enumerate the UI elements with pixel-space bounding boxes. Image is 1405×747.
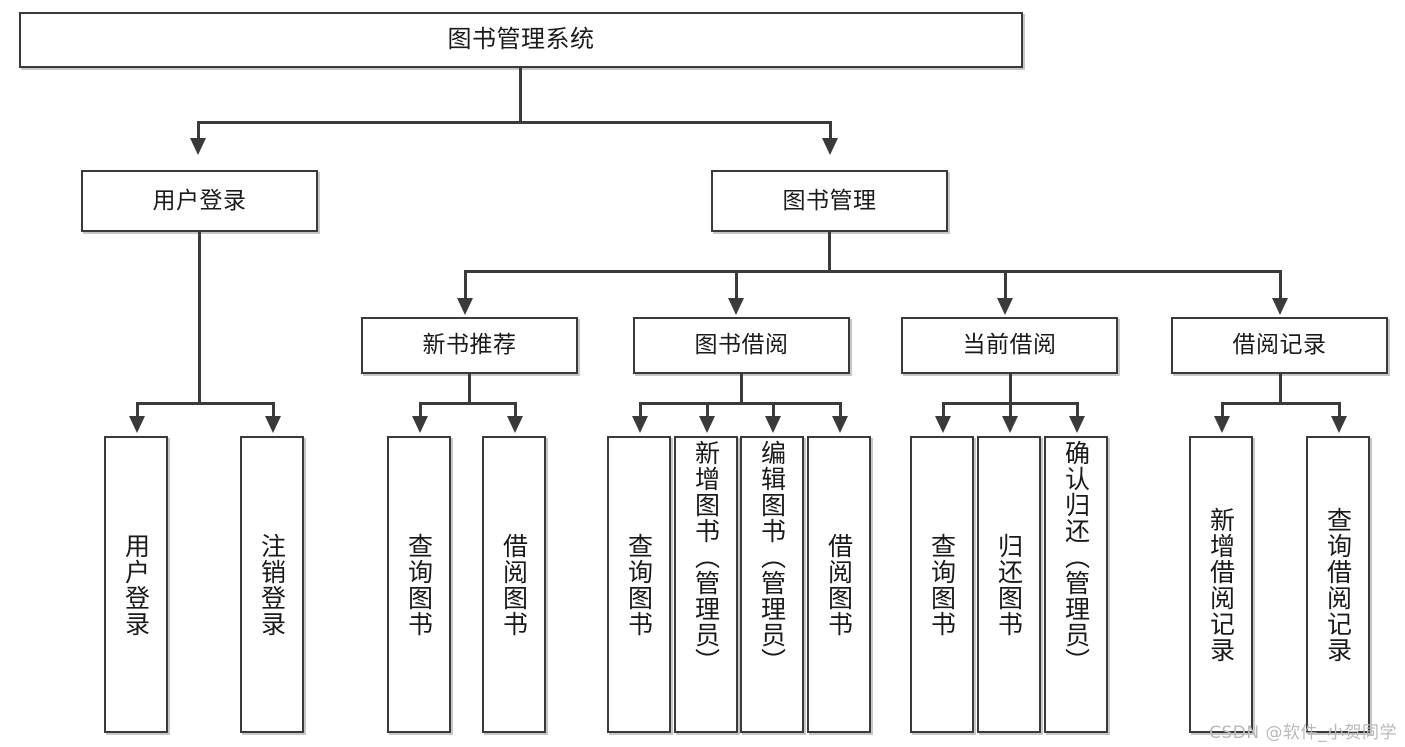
connector-user-login-drop-2: [272, 402, 275, 416]
connector-borrow-record-drop-1: [1221, 402, 1224, 416]
arrowhead-leaf-confirm-return: [1069, 416, 1085, 433]
node-current-borrow[interactable]: 当前借阅: [901, 317, 1118, 374]
leaf-borrow-book-recommend[interactable]: 借阅图书: [482, 436, 546, 733]
leaf-add-book-admin[interactable]: 新增图书（管理员）: [674, 436, 738, 733]
arrowhead-leaf-edit-book: [765, 416, 781, 433]
arrowhead-leaf-query-record: [1331, 416, 1347, 433]
connector-level3-drop-3: [1004, 270, 1007, 298]
arrowhead-book-management: [822, 138, 838, 155]
leaf-edit-book-admin[interactable]: 编辑图书（管理员）: [740, 436, 804, 733]
arrowhead-leaf-add-book: [699, 416, 715, 433]
connector-root-drop-right: [829, 121, 832, 139]
node-book-borrow[interactable]: 图书借阅: [633, 317, 850, 374]
watermark-text: CSDN @软件_小贺同学: [1209, 723, 1397, 743]
arrowhead-borrow-record: [1272, 298, 1288, 315]
node-user-login[interactable]: 用户登录: [81, 170, 318, 232]
node-label: 用户登录: [152, 187, 247, 214]
node-borrow-record[interactable]: 借阅记录: [1171, 317, 1388, 374]
connector-level3-drop-1: [464, 270, 467, 298]
node-label: 注销登录: [257, 532, 287, 637]
node-root-book-management-system[interactable]: 图书管理系统: [19, 12, 1023, 68]
connector-level3-bus: [464, 270, 1282, 273]
connector-book-borrow-drop-1: [639, 402, 642, 416]
connector-book-borrow-bus: [639, 402, 841, 405]
node-label: 查询图书: [624, 532, 654, 637]
arrowhead-leaf-user-login: [129, 416, 145, 433]
connector-new-book-bus: [419, 402, 517, 405]
connector-user-login-drop-1: [136, 402, 139, 416]
leaf-logout[interactable]: 注销登录: [240, 436, 304, 733]
node-label: 借阅图书: [499, 532, 529, 637]
leaf-confirm-return-admin[interactable]: 确认归还（管理员）: [1044, 436, 1108, 733]
connector-root-bus: [197, 121, 832, 124]
connector-book-borrow-drop-4: [839, 402, 842, 416]
connector-borrow-record-stem: [1279, 374, 1282, 404]
arrowhead-leaf-query-book-2: [632, 416, 648, 433]
node-label: 当前借阅: [962, 332, 1057, 359]
leaf-return-book[interactable]: 归还图书: [977, 436, 1041, 733]
leaf-add-borrow-record[interactable]: 新增借阅记录: [1189, 436, 1253, 733]
arrowhead-leaf-return-book: [1002, 416, 1018, 433]
connector-user-login-bus: [136, 402, 275, 405]
node-label: 新书推荐: [422, 332, 517, 359]
connector-user-login-stem: [198, 232, 201, 404]
node-book-management[interactable]: 图书管理: [711, 170, 948, 232]
arrowhead-leaf-query-book-3: [935, 416, 951, 433]
arrowhead-current-borrow: [997, 298, 1013, 315]
node-new-book-recommend[interactable]: 新书推荐: [361, 317, 578, 374]
arrowhead-leaf-add-record: [1214, 416, 1230, 433]
connector-current-borrow-drop-1: [942, 402, 945, 416]
connector-new-book-stem: [468, 374, 471, 404]
connector-borrow-record-drop-2: [1338, 402, 1341, 416]
leaf-query-borrow-record[interactable]: 查询借阅记录: [1306, 436, 1370, 733]
connector-book-borrow-stem: [740, 374, 743, 404]
connector-current-borrow-drop-3: [1076, 402, 1079, 416]
arrowhead-leaf-borrow-book-1: [507, 416, 523, 433]
node-label: 编辑图书（管理员）: [757, 440, 787, 674]
connector-level3-drop-2: [735, 270, 738, 298]
node-label: 确认归还（管理员）: [1061, 440, 1091, 674]
arrowhead-book-borrow: [728, 298, 744, 315]
arrowhead-leaf-query-book-1: [412, 416, 428, 433]
arrowhead-user-login: [190, 138, 206, 155]
connector-borrow-record-bus: [1221, 402, 1340, 405]
node-label: 借阅记录: [1232, 332, 1327, 359]
node-label: 图书管理系统: [447, 25, 595, 54]
leaf-query-book-recommend[interactable]: 查询图书: [387, 436, 451, 733]
leaf-borrow-book-borrow[interactable]: 借阅图书: [807, 436, 871, 733]
node-label: 新增图书（管理员）: [691, 440, 721, 674]
node-label: 新增借阅记录: [1206, 506, 1236, 663]
connector-root-drop-left: [197, 121, 200, 139]
node-label: 归还图书: [994, 532, 1024, 637]
leaf-query-book-borrow[interactable]: 查询图书: [607, 436, 671, 733]
connector-current-borrow-stem: [1009, 374, 1012, 404]
node-label: 查询图书: [404, 532, 434, 637]
leaf-user-login[interactable]: 用户登录: [104, 436, 168, 733]
connector-book-management-stem: [828, 232, 831, 272]
arrowhead-leaf-logout: [265, 416, 281, 433]
arrowhead-new-book-recommend: [457, 298, 473, 315]
node-label: 查询图书: [927, 532, 957, 637]
node-label: 借阅图书: [824, 532, 854, 637]
node-label: 查询借阅记录: [1323, 506, 1353, 663]
connector-current-borrow-drop-2: [1009, 402, 1012, 416]
connector-new-book-drop-1: [419, 402, 422, 416]
connector-level3-drop-4: [1279, 270, 1282, 298]
node-label: 图书管理: [782, 187, 877, 214]
node-label: 图书借阅: [694, 332, 789, 359]
connector-book-borrow-drop-2: [706, 402, 709, 416]
connector-book-borrow-drop-3: [772, 402, 775, 416]
leaf-query-book-current[interactable]: 查询图书: [910, 436, 974, 733]
connector-root-stem: [519, 68, 522, 123]
connector-new-book-drop-2: [514, 402, 517, 416]
arrowhead-leaf-borrow-book-2: [832, 416, 848, 433]
node-label: 用户登录: [121, 532, 151, 637]
